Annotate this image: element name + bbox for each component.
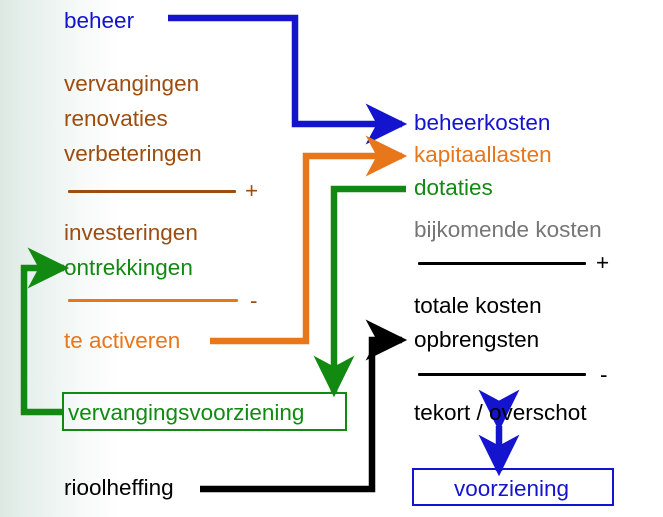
label-verbeteringen: verbeteringen <box>64 141 202 166</box>
label-renovaties: renovaties <box>64 106 168 131</box>
label-beheer: beheer <box>64 8 135 33</box>
rule-right-minus <box>418 373 586 376</box>
box-voorziening[interactable]: voorziening <box>412 468 614 506</box>
rule-left-minus <box>68 299 238 302</box>
label-te-activeren: te activeren <box>64 328 181 353</box>
connector-beheer-to-beheerkosten <box>168 14 408 145</box>
rule-left-plus <box>68 190 236 193</box>
sign-left-plus: + <box>245 178 259 203</box>
label-tekort-overschot: tekort / overschot <box>414 400 587 425</box>
label-voorziening: voorziening <box>454 476 570 501</box>
label-kapitaallasten: kapitaallasten <box>414 142 552 167</box>
sign-left-minus: - <box>250 288 258 313</box>
label-rioolheffing: rioolheffing <box>64 475 174 500</box>
connector-dotaties-to-vervangingsvoorziening <box>313 185 406 398</box>
label-beheerkosten: beheerkosten <box>414 110 551 135</box>
sign-right-minus: - <box>600 362 608 387</box>
label-ontrekkingen: ontrekkingen <box>64 255 193 280</box>
label-vervangingsvoorziening: vervangingsvoorziening <box>68 400 305 425</box>
connector-rioolheffing-to-opbrengsten <box>200 319 408 493</box>
label-investeringen: investeringen <box>64 220 198 245</box>
rule-right-plus <box>418 262 586 265</box>
connector-te-activeren-to-kapitaallasten <box>210 135 408 345</box>
sign-right-plus: + <box>596 250 610 275</box>
connector-vervangingsvoorziening-to-ontrekkingen <box>20 247 70 416</box>
label-opbrengsten: opbrengsten <box>414 327 540 352</box>
label-totale-kosten: totale kosten <box>414 293 542 318</box>
label-bijkomende-kosten: bijkomende kosten <box>414 217 602 242</box>
label-dotaties: dotaties <box>414 175 493 200</box>
label-vervangingen: vervangingen <box>64 71 200 96</box>
box-vervangingsvoorziening[interactable]: vervangingsvoorziening <box>62 392 347 431</box>
